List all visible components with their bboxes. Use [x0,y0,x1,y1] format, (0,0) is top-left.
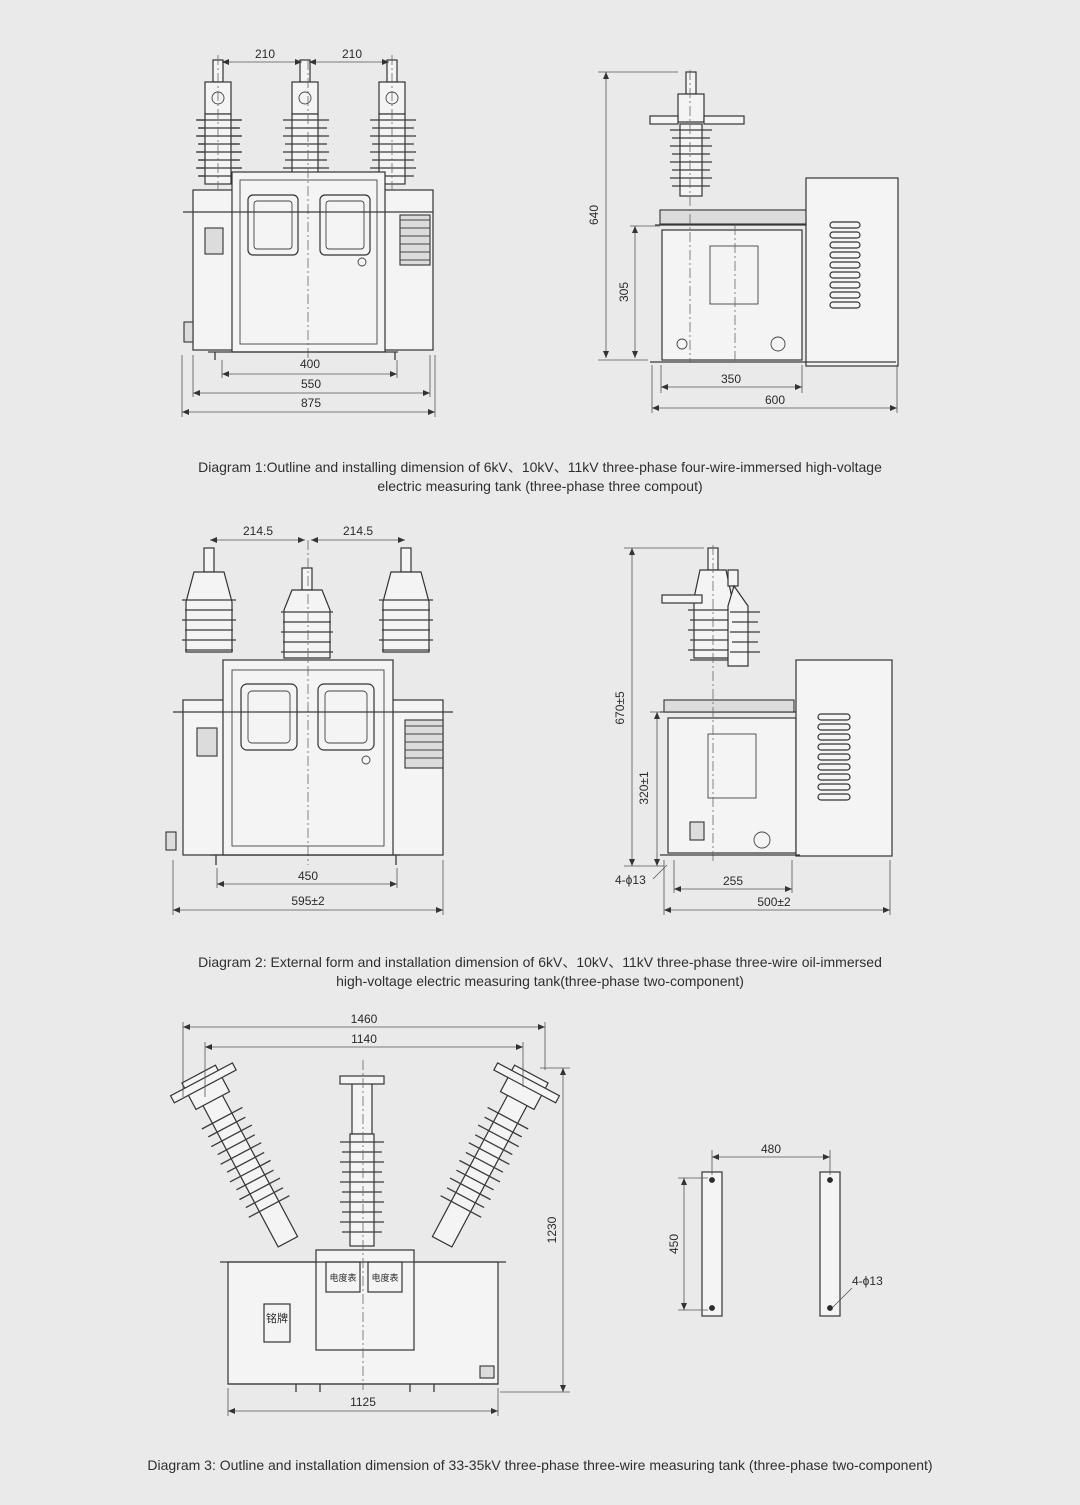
d3-rail-length: 450 [667,1234,681,1254]
d1-width-inner: 400 [300,357,320,371]
meter-window-right [367,1261,403,1293]
base-rail-right [819,1171,841,1317]
d1-width-mid: 550 [301,377,321,391]
d3-height-total: 1230 [545,1216,559,1243]
meter-window-left [240,683,298,751]
d3-width-total: 1460 [351,1012,378,1026]
insulator-middle [283,59,329,175]
diagram2-caption: Diagram 2: External form and installatio… [0,953,1080,991]
d2-height-tank: 320±1 [637,771,651,805]
diagram1-front-view: 210 210 400 550 875 [181,47,436,417]
base-rail-left [701,1171,723,1317]
meter-window-right [317,683,375,751]
diagram3-front-view: 电度表 电度表 铭牌 1460 1140 1230 1125 [169,1012,570,1416]
breather [404,719,444,769]
insulator-right [370,59,416,185]
diagram3-base-rails: 480 450 4-ϕ13 [667,1142,883,1317]
vent-louvers [817,713,851,801]
d1-base-inner: 350 [721,372,741,386]
diagram2-caption-line1: Diagram 2: External form and installatio… [198,954,882,970]
d3-base-width: 1125 [350,1395,376,1409]
d3-holes: 4-ϕ13 [852,1274,883,1288]
diagram2-caption-line2: high-voltage electric measuring tank(thr… [336,973,744,989]
insulator-middle [339,1075,385,1247]
diagram2-front-view: 214.5 214.5 450 595±2 [165,524,453,915]
d1-height-tank: 305 [617,282,631,302]
insulator-left [182,547,236,653]
breather [399,214,431,266]
d1-pitch-left: 210 [255,47,275,61]
meter-label-right: 电度表 [371,1272,398,1283]
d1-width-total: 875 [301,396,321,410]
insulator-right [431,1062,561,1248]
d2-holes: 4-ϕ13 [615,873,646,887]
side-tank-body [661,229,803,361]
diagram3-caption: Diagram 3: Outline and installation dime… [0,1456,1080,1475]
d2-base-inner: 255 [723,874,743,888]
d1-height-total: 640 [587,205,601,225]
diagram1-side-view: 640 305 350 600 [587,70,899,413]
d2-pitch-right: 214.5 [343,524,373,538]
meter-window-left [247,194,299,256]
d3-rail-spacing: 480 [761,1142,781,1156]
vent-louvers [829,221,861,309]
nameplate-label: 铭牌 [266,1311,288,1325]
d2-width-inner: 450 [298,869,318,883]
insulator-left [169,1062,299,1248]
d2-width-total: 595±2 [291,894,325,908]
d2-height-total: 670±5 [613,691,627,725]
side-tank-body [667,717,797,854]
diagram1-caption: Diagram 1:Outline and installing dimensi… [0,458,1080,496]
oil-gauge [204,227,224,255]
diagram1-caption-line2: electric measuring tank (three-phase thr… [377,478,703,494]
diagram1-caption-line1: Diagram 1:Outline and installing dimensi… [198,459,882,475]
nameplate [263,1303,291,1343]
meter-window-right [319,194,371,256]
meter-label-left: 电度表 [329,1272,356,1283]
d2-base-total: 500±2 [757,895,791,909]
d1-base-total: 600 [765,393,785,407]
diagram2-side-view: 670±5 320±1 4-ϕ13 255 500±2 [613,545,893,915]
insulator-middle [281,567,333,659]
d3-pitch: 1140 [351,1032,377,1046]
diagram3-caption-line1: Diagram 3: Outline and installation dime… [147,1457,933,1473]
insulator-right [379,547,433,653]
d1-pitch-right: 210 [342,47,362,61]
d2-pitch-left: 214.5 [243,524,273,538]
insulator-left [196,59,242,185]
